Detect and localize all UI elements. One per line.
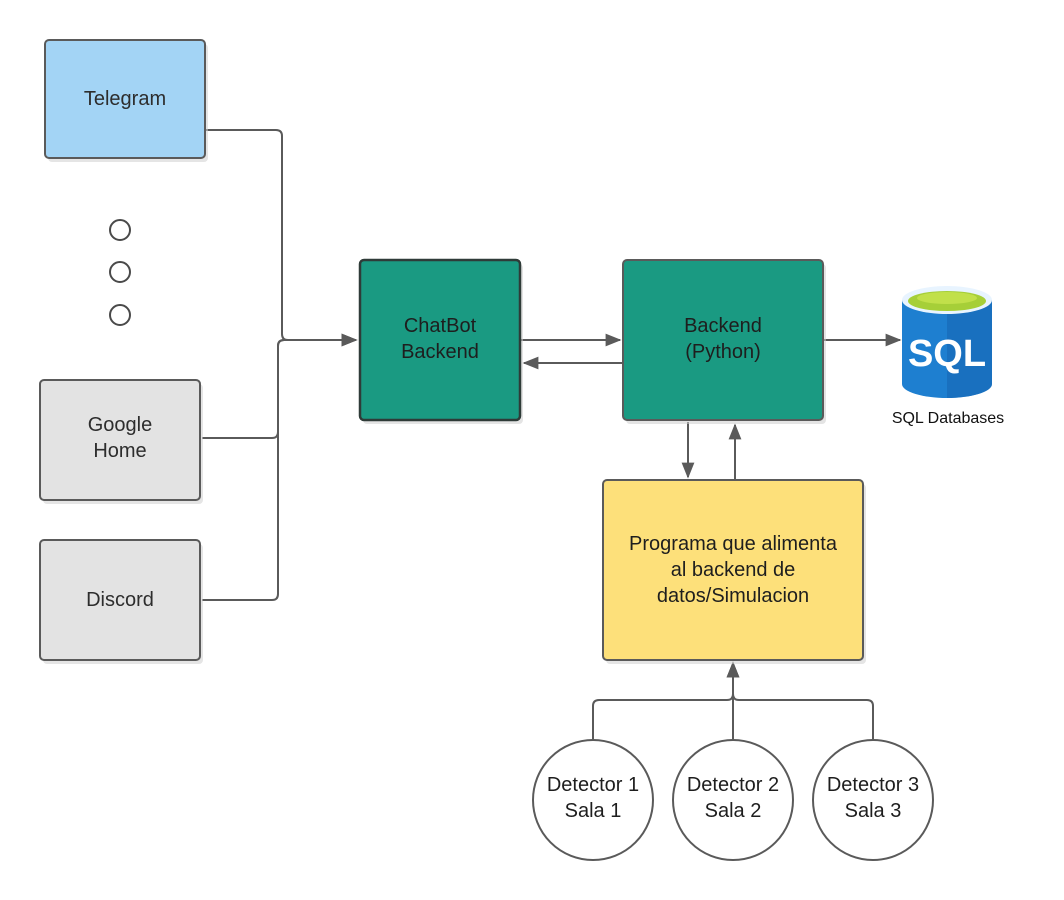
detector-1-label-line2: Sala 1 <box>565 800 622 822</box>
more-sources-dots <box>109 219 131 326</box>
backend-python-node: Backend (Python) <box>622 259 824 421</box>
detector-1-circle <box>532 739 654 861</box>
chatbot-backend-box <box>358 258 522 422</box>
discord-label: Discord <box>86 589 154 611</box>
telegram-node: Telegram <box>44 39 206 159</box>
chatbot-backend-node: ChatBot Backend <box>358 258 522 422</box>
dot-icon <box>109 304 131 326</box>
backend-label-line1: Backend <box>684 315 762 337</box>
detector-3-label-line1: Detector 3 <box>827 774 919 796</box>
google-home-box <box>39 379 201 501</box>
edge-detector-1-programa <box>592 661 740 740</box>
google-home-label-line1: Google <box>88 414 153 436</box>
chatbot-label-line2: Backend <box>401 341 479 363</box>
telegram-box <box>44 39 206 159</box>
edge-discord-chatbot <box>202 333 358 601</box>
sql-databases-caption: SQL Databases <box>892 410 1004 427</box>
detector-1-node: Detector 1 Sala 1 <box>532 739 654 861</box>
dot-icon <box>109 219 131 241</box>
sql-database-icon: SQL <box>902 286 992 398</box>
programa-label-line2: al backend de <box>671 559 796 581</box>
programa-box <box>602 479 864 661</box>
sql-database-node: SQL SQL Databases <box>892 286 1004 427</box>
detector-3-label-line2: Sala 3 <box>845 800 902 822</box>
dot-icon <box>109 261 131 283</box>
detector-3-node: Detector 3 Sala 3 <box>812 739 934 861</box>
google-home-label-line2: Home <box>93 440 146 462</box>
connectors <box>202 129 902 740</box>
discord-node: Discord <box>39 539 201 661</box>
sql-logo-text: SQL <box>908 333 986 375</box>
detector-2-label-line1: Detector 2 <box>687 774 779 796</box>
programa-label-line3: datos/Simulacion <box>657 585 809 607</box>
telegram-label: Telegram <box>84 88 166 110</box>
detector-2-circle <box>672 739 794 861</box>
backend-python-box <box>622 259 824 421</box>
edge-telegram-chatbot <box>205 129 358 347</box>
google-home-node: Google Home <box>39 379 201 501</box>
detector-1-label-line1: Detector 1 <box>547 774 639 796</box>
detector-2-node: Detector 2 Sala 2 <box>672 739 794 861</box>
discord-box <box>39 539 201 661</box>
backend-label-line2: (Python) <box>685 341 761 363</box>
detector-3-circle <box>812 739 934 861</box>
detector-2-label-line2: Sala 2 <box>705 800 762 822</box>
chatbot-label-line1: ChatBot <box>404 315 477 337</box>
programa-node: Programa que alimenta al backend de dato… <box>602 479 864 661</box>
programa-label-line1: Programa que alimenta <box>629 533 838 555</box>
edge-detector-3-programa <box>726 661 874 740</box>
